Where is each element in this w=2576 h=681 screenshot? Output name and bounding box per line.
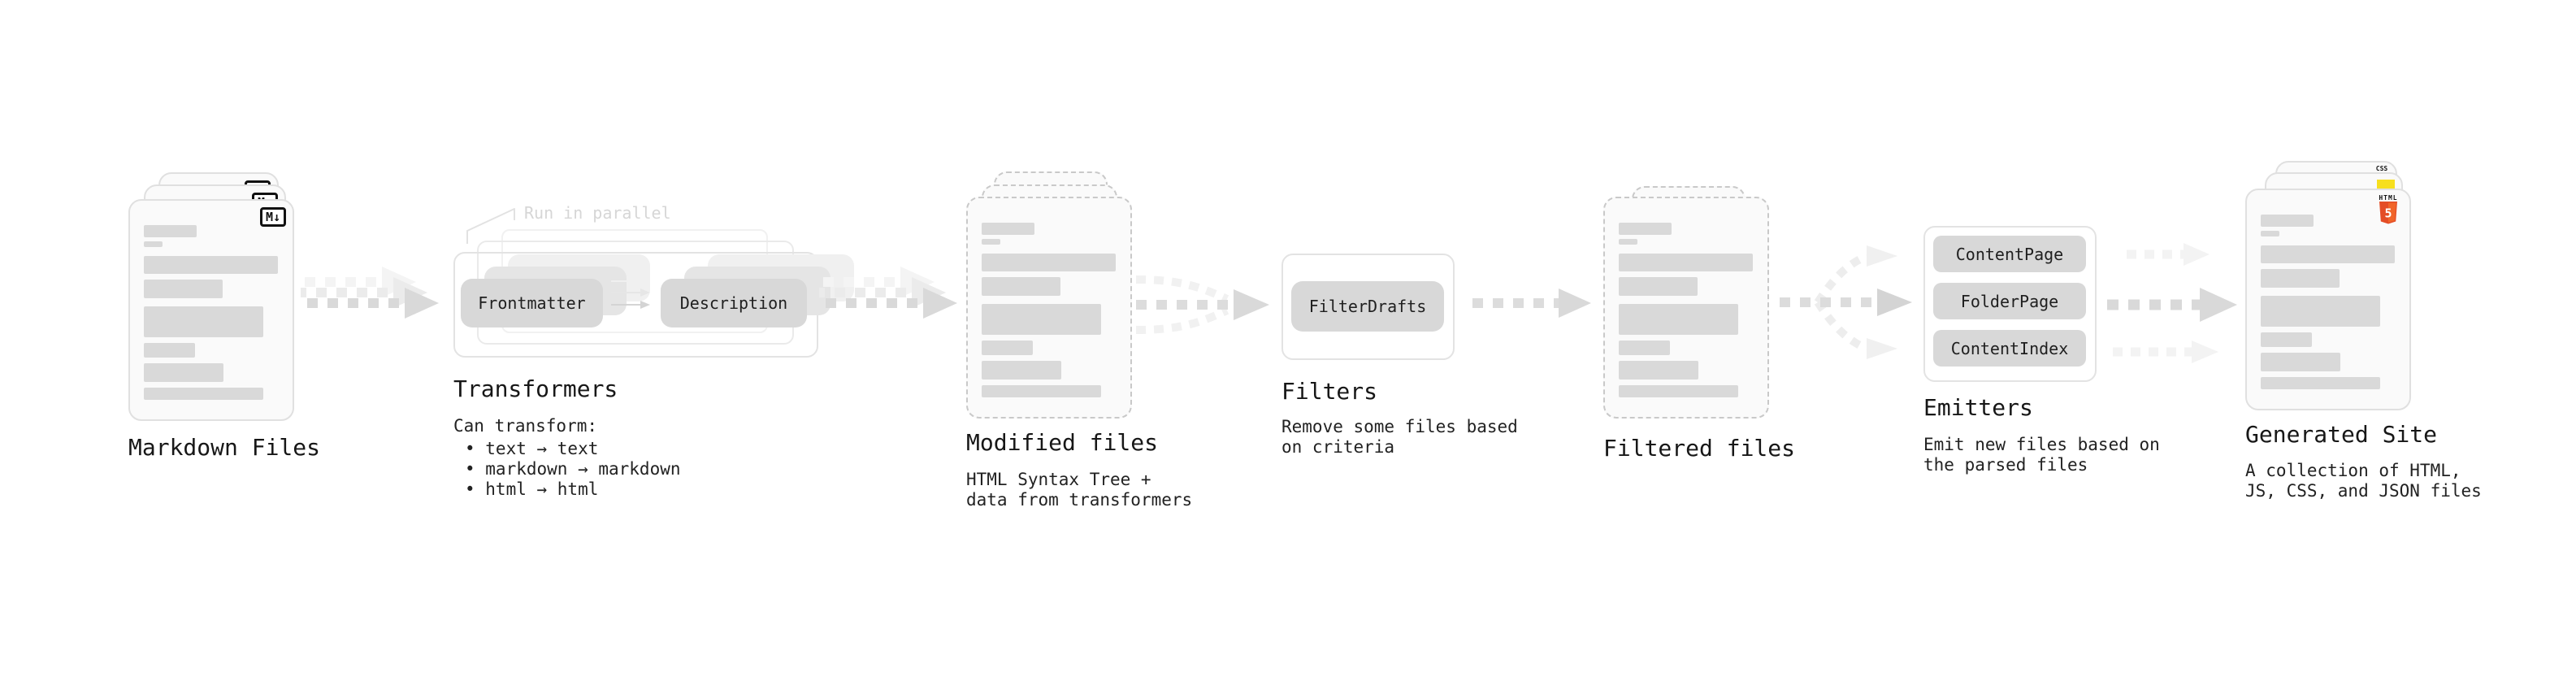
skeleton-line bbox=[144, 225, 197, 237]
html5-number: 5 bbox=[2384, 206, 2392, 221]
skeleton-line bbox=[982, 304, 1101, 335]
arrow-emitters-to-generated bbox=[2107, 243, 2237, 363]
skeleton-line bbox=[982, 340, 1033, 355]
skeleton-line bbox=[144, 280, 223, 298]
emitters-box bbox=[1923, 226, 2097, 382]
skeleton-line bbox=[2261, 296, 2380, 327]
run-in-parallel-leader-line bbox=[466, 208, 515, 244]
transformers-bullet-3: • html → html bbox=[465, 479, 599, 499]
arrow-transformers-to-modified bbox=[819, 267, 957, 319]
skeleton-line bbox=[144, 241, 163, 247]
transformer-pill-frontmatter: Frontmatter bbox=[461, 279, 603, 327]
emitters-desc-line2: the parsed files bbox=[1923, 455, 2088, 475]
skeleton-line bbox=[2261, 245, 2395, 263]
skeleton-line bbox=[2261, 377, 2380, 389]
skeleton-line bbox=[982, 239, 1000, 245]
filters-desc-line2: on criteria bbox=[1281, 437, 1395, 457]
stage-markdown-files: M↓ M↓ M↓ Markdown Files bbox=[128, 172, 340, 473]
skeleton-line bbox=[144, 363, 223, 382]
stage-label-filters: Filters bbox=[1281, 378, 1378, 405]
stage-label-filtered-files: Filtered files bbox=[1603, 435, 1796, 462]
arrow-modified-to-filters-merge bbox=[1135, 275, 1269, 334]
modified-desc-line1: HTML Syntax Tree + bbox=[966, 470, 1151, 489]
skeleton-line bbox=[2261, 269, 2340, 288]
generated-file-card-html: HTML 5 bbox=[2245, 189, 2411, 410]
stage-label-modified-files: Modified files bbox=[966, 429, 1159, 456]
modified-file-card-front bbox=[966, 197, 1132, 419]
stage-modified-files: Modified files HTML Syntax Tree + data f… bbox=[966, 171, 1192, 513]
skeleton-line bbox=[982, 254, 1116, 271]
stage-label-markdown-files: Markdown Files bbox=[128, 434, 321, 461]
transformer-pill-description: Description bbox=[661, 279, 807, 327]
markdown-icon: M↓ bbox=[259, 207, 286, 227]
skeleton-line bbox=[144, 256, 278, 274]
filters-desc-line1: Remove some files based bbox=[1281, 417, 1518, 436]
stage-filtered-files: Filtered files bbox=[1603, 174, 1815, 475]
transformers-bullet-1: • text → text bbox=[465, 439, 599, 458]
modified-desc-line2: data from transformers bbox=[966, 490, 1193, 510]
skeleton-line bbox=[2261, 353, 2340, 371]
emitters-desc-line1: Emit new files based on bbox=[1923, 435, 2160, 454]
skeleton-line bbox=[982, 385, 1101, 397]
filter-pill-filterdrafts: FilterDrafts bbox=[1291, 281, 1444, 332]
skeleton-line bbox=[982, 223, 1034, 235]
transformers-bullet-2: • markdown → markdown bbox=[465, 459, 681, 479]
skeleton-line bbox=[144, 388, 263, 400]
skeleton-line bbox=[2261, 215, 2314, 227]
parallel-arrows-icon bbox=[611, 277, 650, 309]
skeleton-line bbox=[1619, 239, 1637, 245]
html5-icon: HTML 5 bbox=[2374, 194, 2402, 224]
skeleton-line bbox=[1619, 277, 1698, 296]
emitter-pill-folderpage: FolderPage bbox=[1933, 283, 2086, 319]
arrow-filters-to-filtered bbox=[1472, 288, 1591, 318]
markdown-file-card-front: M↓ bbox=[128, 199, 294, 421]
skeleton-line bbox=[982, 277, 1060, 296]
skeleton-line bbox=[1619, 304, 1738, 335]
skeleton-line bbox=[982, 361, 1061, 380]
skeleton-line bbox=[2261, 231, 2279, 236]
transformers-desc-title: Can transform: bbox=[453, 416, 598, 436]
skeleton-line bbox=[1619, 385, 1738, 397]
run-in-parallel-annotation: Run in parallel bbox=[524, 203, 671, 223]
filtered-file-card-front bbox=[1603, 197, 1769, 419]
skeleton-line bbox=[2261, 332, 2312, 347]
js-icon bbox=[2377, 180, 2395, 189]
skeleton-line bbox=[144, 343, 195, 358]
skeleton-line bbox=[1619, 361, 1698, 380]
filters-box bbox=[1281, 254, 1455, 360]
skeleton-line bbox=[1619, 254, 1753, 271]
emitter-pill-contentpage: ContentPage bbox=[1933, 236, 2086, 272]
generated-desc-line1: A collection of HTML, bbox=[2245, 461, 2461, 480]
stage-label-transformers: Transformers bbox=[453, 375, 618, 402]
stage-label-generated-site: Generated Site bbox=[2245, 421, 2438, 448]
skeleton-line bbox=[144, 306, 263, 337]
skeleton-line bbox=[1619, 340, 1670, 355]
generated-desc-line2: JS, CSS, and JSON files bbox=[2245, 481, 2482, 501]
arrow-filtered-to-emitters-fork bbox=[1780, 245, 1912, 359]
skeleton-line bbox=[1619, 223, 1672, 235]
emitter-pill-contentindex: ContentIndex bbox=[1933, 330, 2086, 367]
stage-generated-site: CSS HTML 5 Generated bbox=[2245, 161, 2482, 510]
stage-label-emitters: Emitters bbox=[1923, 394, 2033, 421]
arrow-markdown-to-transformers bbox=[301, 267, 439, 319]
